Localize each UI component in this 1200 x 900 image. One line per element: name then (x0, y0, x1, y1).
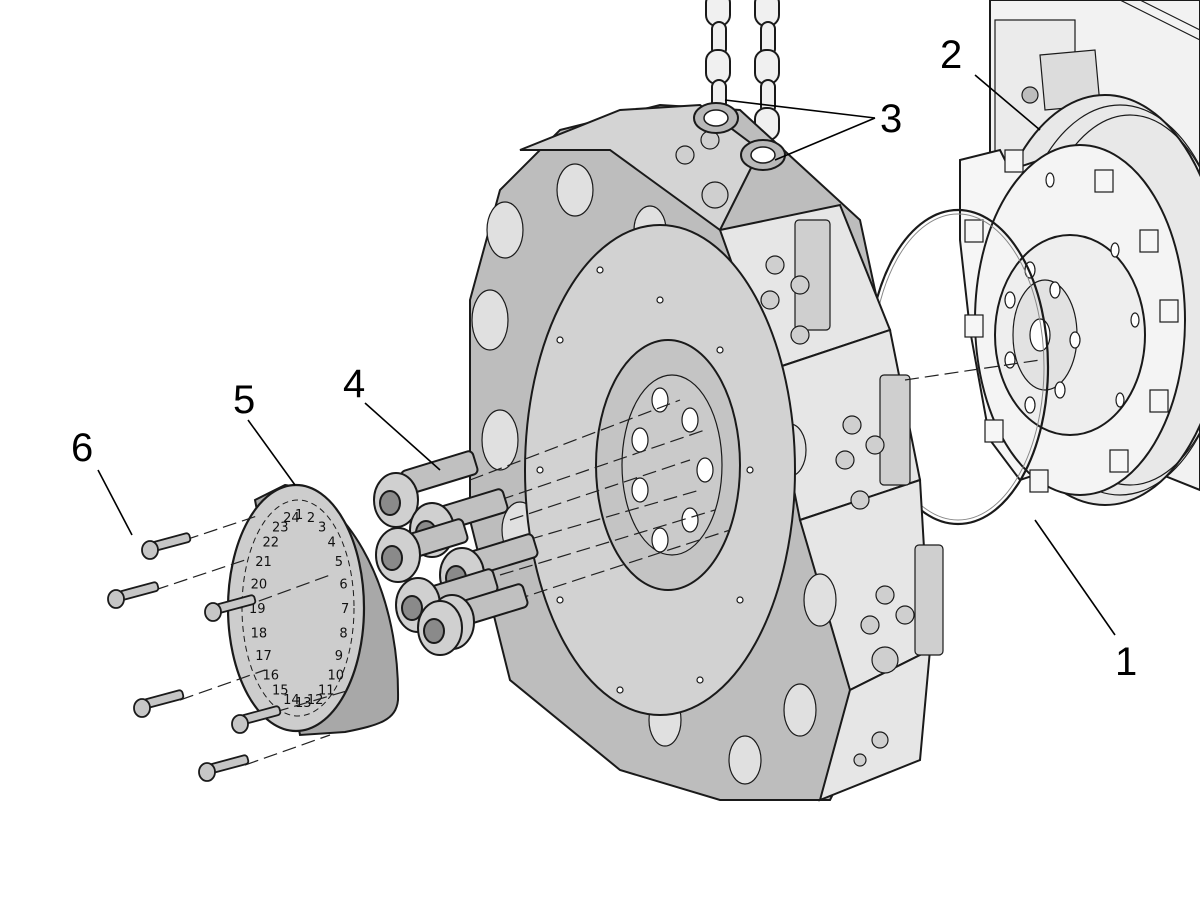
dial-number: 23 (272, 521, 289, 536)
dial-number: 15 (272, 683, 289, 698)
small-screws (107, 532, 282, 782)
dial-number: 11 (318, 683, 335, 698)
assembly-lines-small-screws (154, 514, 351, 766)
callout-3: 3 (880, 97, 902, 141)
leader-6 (97, 469, 133, 536)
assembly-lines-screws (469, 359, 1041, 601)
eye-bolts (693, 102, 786, 171)
leader-3a (724, 99, 876, 119)
dial-number: 24 (283, 511, 300, 526)
dial-number: 22 (263, 536, 280, 551)
dial-number: 4 (328, 536, 336, 551)
dial-number: 2 (307, 511, 315, 526)
flange-teeth (964, 149, 1179, 493)
callout-labels: 1 2 3 4 5 6 (71, 33, 1137, 684)
dial-number: 21 (255, 555, 272, 570)
turret-disc (469, 103, 944, 802)
callout-5: 5 (233, 378, 255, 422)
dial-number: 1 (295, 508, 303, 523)
dial-number: 7 (341, 602, 349, 617)
lifting-chain (705, 0, 780, 141)
dial-number: 10 (328, 669, 345, 684)
dial-number: 9 (335, 649, 343, 664)
cap-screws (373, 450, 539, 656)
callout-1: 1 (1115, 640, 1137, 684)
callout-6: 6 (71, 426, 93, 470)
dial-number: 17 (255, 649, 272, 664)
dial-number: 18 (251, 626, 268, 641)
dial-number: 20 (251, 578, 268, 593)
callout-2: 2 (940, 33, 962, 77)
dial-number: 16 (263, 669, 280, 684)
dial-number: 14 (283, 693, 300, 708)
leader-lines (97, 74, 1116, 636)
leader-4 (364, 402, 441, 471)
leader-2 (974, 74, 1041, 131)
leader-1 (1034, 519, 1116, 636)
dial-number: 3 (318, 521, 326, 536)
leader-5 (247, 419, 296, 486)
leader-3b (774, 117, 876, 161)
dial-number: 5 (335, 555, 343, 570)
spindle-housing (959, 0, 1200, 506)
dial-number: 6 (339, 578, 347, 593)
dial-number: 19 (249, 602, 266, 617)
dial-number: 8 (339, 626, 347, 641)
callout-4: 4 (343, 362, 365, 406)
